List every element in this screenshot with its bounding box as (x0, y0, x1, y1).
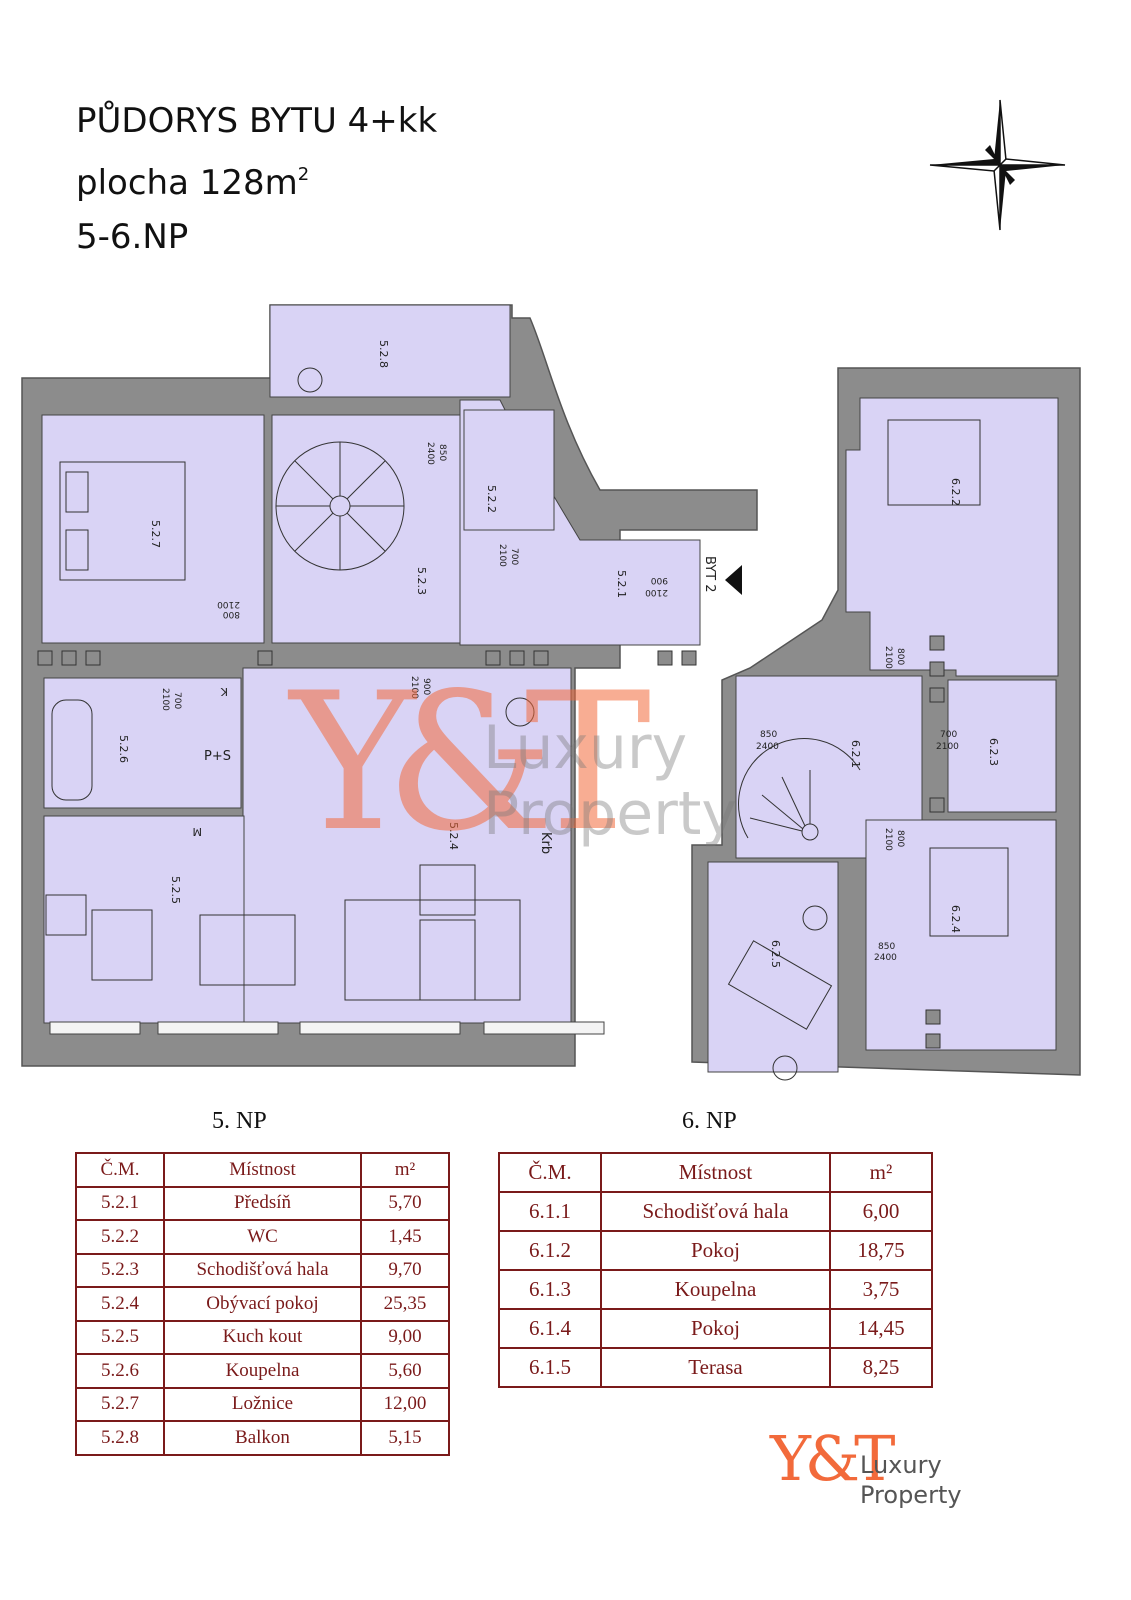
plan-title: PŮDORYS BYTU 4+kk plocha 128m2 5-6.NP (76, 94, 437, 264)
brand-logo: Y&T Luxury Property (770, 1428, 1000, 1538)
floor-plan-drawing: 5.2.8 5.2.7 5.2.3 5.2.2 5.2.1 5.2.6 5.2.… (21, 99, 1081, 1081)
entrance-arrow-icon (725, 565, 742, 595)
logo-mark: Y&T (770, 1422, 896, 1495)
door-dim: 2100 (883, 646, 893, 669)
door-dim: 2100 (645, 587, 668, 597)
title-line-2: plocha 128m2 (76, 163, 310, 203)
room-label-5-2-1: 5.2.1 (615, 570, 628, 598)
mark-p-s: P+S (204, 749, 231, 764)
caption-6np: 6. NP (682, 1108, 737, 1134)
door-dim: 850 (437, 444, 447, 461)
title-line-3: 5-6.NP (76, 217, 189, 257)
watermark-logo-mark: Y&T (290, 652, 651, 873)
room-label-5-2-4: 5.2.4 (447, 822, 460, 850)
col-header-room: Místnost (600, 1152, 831, 1193)
room-label-5-2-5: 5.2.5 (169, 876, 182, 904)
door-dim: 850 (760, 730, 777, 740)
plant-icon (772, 905, 828, 1081)
plan-6np: 6.2.2 6.2.1 6.2.3 6.2.4 6.2.5 800 2100 8… (691, 367, 1081, 1081)
door-dim: 2100 (217, 599, 240, 609)
door-dim: 700 (172, 692, 182, 709)
room-label-6-2-1: 6.2.1 (849, 740, 862, 768)
door-dim: 2400 (425, 442, 435, 465)
col-header-number: Č.M. (75, 1152, 165, 1188)
door-dim: 800 (895, 830, 905, 847)
mark-byt-2: BYT 2 (702, 556, 717, 593)
door-dim: 2100 (409, 676, 419, 699)
col-header-area: m² (829, 1152, 933, 1193)
door-dim: 800 (223, 609, 240, 619)
col-header-room: Místnost (163, 1152, 362, 1188)
room-label-5-2-7: 5.2.7 (149, 520, 162, 548)
door-dim: 900 (651, 575, 668, 585)
table-header-row: Č.M. Místnost m² (75, 1152, 450, 1188)
logo-text: Luxury Property (860, 1451, 962, 1509)
title-line-1: PŮDORYS BYTU 4+kk (76, 101, 438, 141)
room-label-6-2-4: 6.2.4 (949, 905, 962, 933)
room-label-6-2-2: 6.2.2 (949, 478, 962, 506)
watermark-text: Luxury Property (483, 713, 737, 849)
plant-icon (297, 367, 535, 727)
mark-m: M (193, 825, 203, 838)
col-header-area: m² (360, 1152, 450, 1188)
door-dim: 900 (421, 678, 431, 695)
mark-krb: Krb (538, 832, 553, 854)
door-dim: 2400 (874, 953, 897, 963)
room-label-6-2-5: 6.2.5 (769, 940, 782, 968)
compass-icon (929, 99, 1066, 231)
door-dim: 850 (878, 942, 895, 952)
plan-5np: 5.2.8 5.2.7 5.2.3 5.2.2 5.2.1 5.2.6 5.2.… (21, 304, 758, 1067)
door-dim: 2400 (756, 742, 779, 752)
mark-k: K (220, 685, 228, 698)
door-dim: 2100 (497, 544, 507, 567)
door-dim: 800 (895, 648, 905, 665)
caption-5np: 5. NP (212, 1108, 267, 1134)
table-header-row: Č.M. Místnost m² (498, 1152, 933, 1193)
door-dim: 2100 (160, 688, 170, 711)
room-label-5-2-8: 5.2.8 (377, 340, 390, 368)
room-label-5-2-3: 5.2.3 (415, 567, 428, 595)
door-dim: 700 (940, 730, 957, 740)
room-label-6-2-3: 6.2.3 (987, 738, 1000, 766)
room-label-5-2-6: 5.2.6 (117, 735, 130, 763)
room-label-5-2-2: 5.2.2 (485, 485, 498, 513)
door-dim: 700 (509, 548, 519, 565)
col-header-number: Č.M. (498, 1152, 602, 1193)
door-dim: 2100 (883, 828, 893, 851)
door-dim: 2100 (936, 742, 959, 752)
